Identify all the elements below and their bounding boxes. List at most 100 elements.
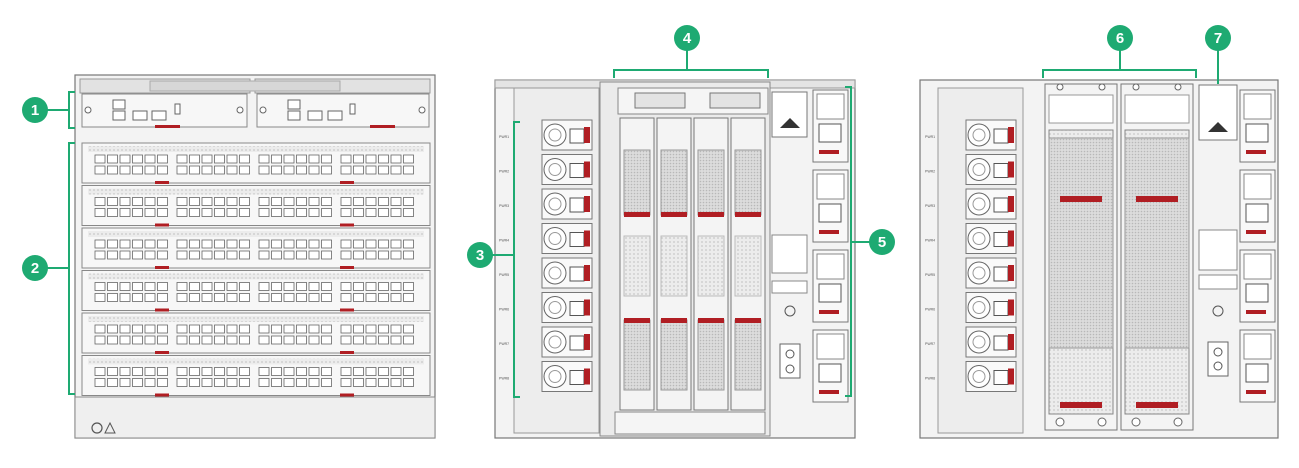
power-socket-icon (993, 266, 1009, 282)
psu-module-2: PWR2 (925, 154, 1017, 185)
mpu-slots (81, 93, 430, 128)
psu-label: PWR3 (499, 204, 509, 208)
psu-module-5: PWR5 (925, 257, 1017, 289)
psu-label: PWR5 (499, 273, 509, 277)
lpu-card-1 (81, 142, 431, 184)
psu-module-6: PWR6 (925, 292, 1017, 323)
psu-module-4: PWR4 (499, 223, 593, 254)
power-socket-icon (1245, 283, 1269, 303)
psu-label: PWR7 (925, 342, 935, 346)
power-inputs (812, 89, 849, 403)
fan-icon (543, 192, 567, 216)
fabric-card-1 (619, 117, 655, 411)
psu-label: PWR8 (499, 377, 509, 381)
power-socket-icon (993, 232, 1009, 247)
fan-icon (967, 158, 991, 181)
power-socket-icon (818, 123, 842, 143)
fan-icon (543, 296, 567, 319)
psu-module-6: PWR6 (499, 292, 593, 323)
psu-label: PWR2 (499, 170, 509, 174)
fan-icon (967, 261, 991, 285)
callout-2: 2 (22, 255, 48, 281)
power-input-2 (812, 169, 849, 243)
psu-module-3: PWR3 (925, 188, 1017, 220)
power-socket-icon (569, 163, 585, 178)
psu-module-1: PWR1 (499, 119, 593, 151)
psu-module-2: PWR2 (499, 154, 593, 185)
psu-label: PWR3 (925, 204, 935, 208)
fan-icon (967, 365, 991, 388)
power-socket-icon (993, 370, 1009, 385)
power-socket-icon (818, 283, 842, 303)
fabric-card-2 (656, 117, 692, 411)
psu-label: PWR6 (925, 308, 935, 312)
psu-module-7: PWR7 (925, 326, 1017, 358)
psu-module-3: PWR3 (499, 188, 593, 220)
fan-icon (967, 330, 991, 354)
lpu-card-4 (81, 270, 431, 312)
lpu-card-2 (81, 185, 431, 227)
fan-icon (543, 330, 567, 354)
power-socket-icon (818, 363, 842, 383)
callout-1: 1 (22, 97, 48, 123)
psu-label: PWR1 (499, 135, 509, 139)
psu-label: PWR7 (499, 342, 509, 346)
psu-module-8: PWR8 (499, 361, 593, 392)
callout-number: 1 (31, 102, 39, 119)
callout-number: 6 (1116, 30, 1124, 47)
psu-module-5: PWR5 (499, 257, 593, 289)
power-socket-icon (993, 197, 1009, 213)
ground-icon (1212, 305, 1224, 317)
power-input-4 (1239, 329, 1276, 403)
psu-module-8: PWR8 (925, 361, 1017, 392)
psu-label: PWR6 (499, 308, 509, 312)
lpu-slots (81, 142, 431, 397)
callout-6: 6 (1107, 25, 1133, 51)
psu-label: PWR5 (925, 273, 935, 277)
callout-number: 2 (31, 260, 39, 277)
mpu-module-1 (81, 93, 248, 128)
fabric-modules (599, 81, 771, 437)
power-inputs-right (1239, 89, 1276, 403)
power-socket-icon (569, 266, 585, 282)
esd-icon (104, 421, 116, 434)
fabric-card-3 (693, 117, 729, 411)
psu-label: PWR1 (925, 135, 935, 139)
power-input-2 (1239, 169, 1276, 243)
fan-icon (543, 227, 567, 250)
callout-5: 5 (869, 229, 895, 255)
callout-number: 4 (683, 30, 692, 47)
power-input-3 (1239, 249, 1276, 323)
fan-icon (543, 123, 567, 147)
power-input-3 (812, 249, 849, 323)
psu-label: PWR8 (925, 377, 935, 381)
power-input-module (1198, 84, 1238, 141)
fan-trays (1044, 83, 1194, 431)
power-socket-icon (569, 335, 585, 351)
ground-icon (91, 422, 103, 434)
mpu-module-2 (256, 93, 430, 128)
power-socket-icon (993, 163, 1009, 178)
callout-3: 3 (467, 242, 493, 268)
power-socket-icon (569, 232, 585, 247)
fan-tray-2 (1120, 83, 1194, 431)
lpu-card-5 (81, 312, 431, 354)
power-socket-icon (569, 197, 585, 213)
fan-icon (967, 296, 991, 319)
fan-icon (967, 192, 991, 216)
fan-tray-1 (1044, 83, 1118, 431)
fan-icon (967, 123, 991, 147)
lpu-card-6 (81, 355, 431, 397)
lpu-card-3 (81, 227, 431, 269)
psu-label: PWR4 (499, 239, 509, 243)
power-socket-icon (569, 370, 585, 385)
psu-module-7: PWR7 (499, 326, 593, 358)
callout-brackets (45, 50, 1219, 398)
fan-icon (543, 261, 567, 285)
